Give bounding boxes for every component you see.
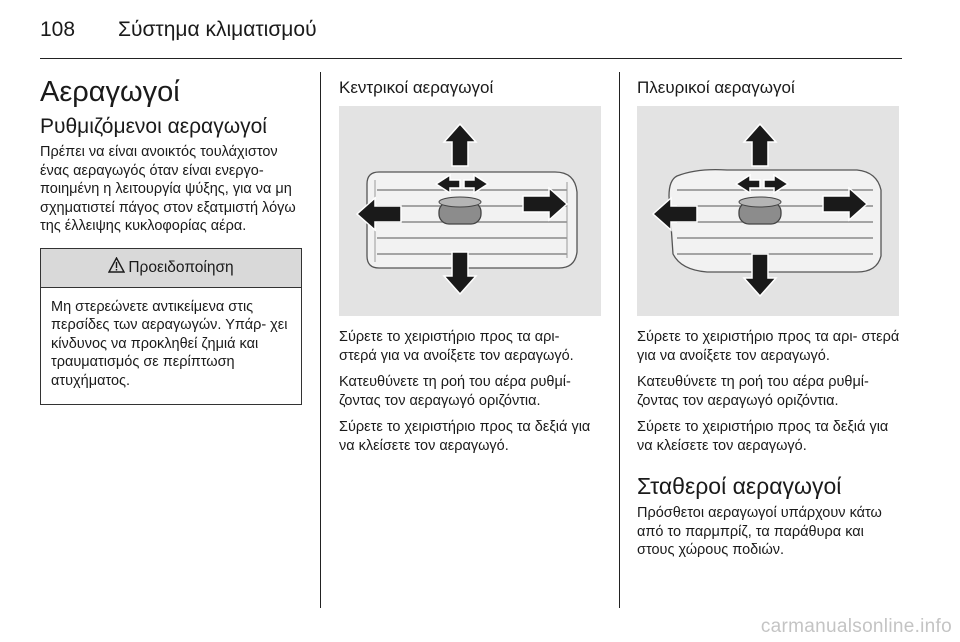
fixed-vents-paragraph: Πρόσθετοι αεραγωγοί υπάρχουν κάτω από το… [637,505,882,558]
arrow-up-icon [442,122,478,167]
arrow-small-right-icon [763,173,790,195]
arrow-left-icon [651,196,698,232]
page-number: 108 [40,18,76,41]
center-vents-p2: Κατευθύνετε τη ροή του αέρα ρυθμί- ζοντα… [339,374,571,409]
warning-body: Μη στερεώνετε αντικείμενα στις περσίδες … [41,288,301,405]
left-column: Αεραγωγοί Ρυθμιζόμενοι αεραγωγοί Πρέπει … [40,72,302,405]
header-rule [40,58,902,59]
center-vent-illustration [339,106,601,316]
arrow-right-icon [822,186,869,222]
section-subtitle: Ρυθμιζόμενοι αεραγωγοί [40,115,267,138]
warning-triangle-icon [108,256,126,278]
warning-box: Προειδοποίηση Μη στερεώνετε αντικείμενα … [40,247,302,405]
arrow-right-icon [522,186,569,222]
column-divider-2 [619,72,620,608]
arrow-small-left-icon [434,173,461,195]
right-column: Πλευρικοί αεραγωγοί Σύρετε το χειριστήρι… [637,72,905,568]
intro-paragraph: Πρέπει να είναι ανοικτός τουλάχιστον ένα… [40,144,296,234]
arrow-down-icon [442,251,478,296]
side-vents-p2: Κατευθύνετε τη ροή του αέρα ρυθμί- ζοντα… [637,374,869,409]
fixed-vents-title: Σταθεροί αεραγωγοί [637,473,842,499]
watermark: carmanualsonline.info [760,616,952,637]
center-vents-title: Κεντρικοί αεραγωγοί [339,78,494,97]
section-title: Αεραγωγοί [40,76,180,108]
arrow-up-icon [742,122,778,167]
chapter-title: Σύστημα κλιματισμού [118,18,317,41]
warning-label: Προειδοποίηση [128,258,234,276]
side-vents-title: Πλευρικοί αεραγωγοί [637,78,795,97]
warning-header: Προειδοποίηση [41,248,301,288]
side-vent-illustration [637,106,899,316]
column-divider-1 [320,72,321,608]
warning-text: Μη στερεώνετε αντικείμενα στις περσίδες … [51,298,288,389]
side-vents-p1: Σύρετε το χειριστήριο προς τα αρι- στερά… [637,329,900,364]
arrow-down-icon [742,253,778,298]
center-vents-p1: Σύρετε το χειριστήριο προς τα αρι- στερά… [339,329,574,364]
arrow-small-right-icon [463,173,490,195]
center-vents-p3: Σύρετε το χειριστήριο προς τα δεξιά για … [339,419,591,454]
side-vents-p3: Σύρετε το χειριστήριο προς τα δεξιά για … [637,419,889,454]
arrow-left-icon [355,196,402,232]
arrow-small-left-icon [734,173,761,195]
middle-column: Κεντρικοί αεραγωγοί Σύρετε το χειριστήρι… [339,72,601,463]
